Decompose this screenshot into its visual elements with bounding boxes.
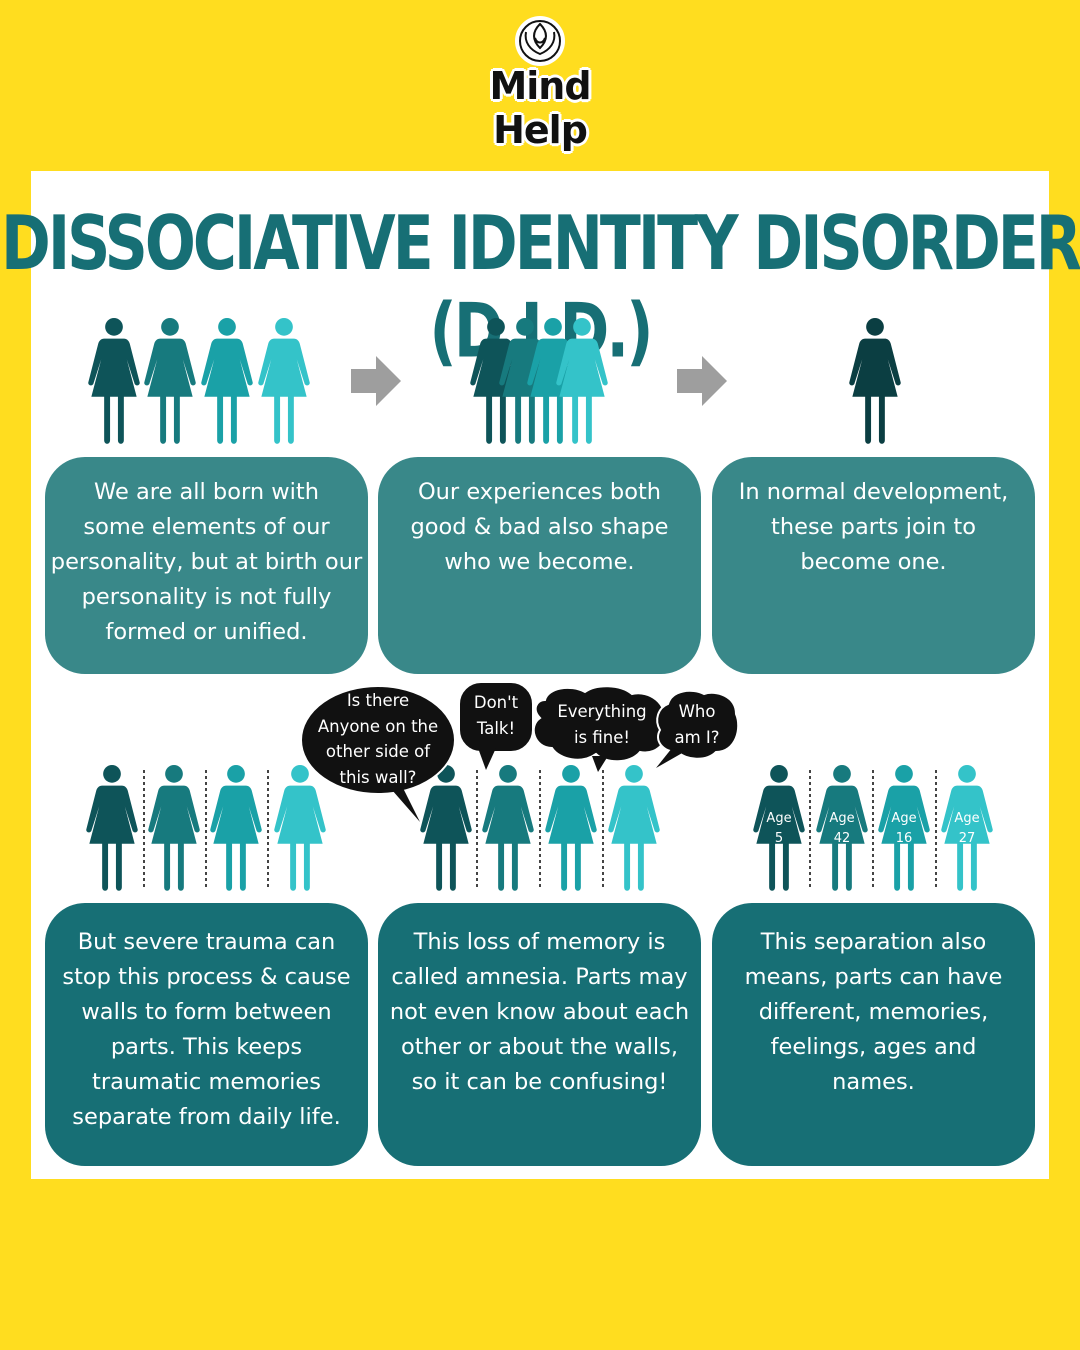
step-line: personality is not fully [81,584,332,610]
step-line: who we become. [444,549,635,575]
bubble-line: Is there [346,691,410,710]
age-value: 42 [833,831,851,846]
step-box-experiences: Our experiences both good & bad also sha… [378,457,701,674]
step-line: walls to form between [81,999,332,1025]
arrow-right-icon [351,356,401,406]
person-icon [258,318,310,444]
bubble-line: other side of [325,742,431,761]
step-line: called amnesia. Parts may [391,964,688,990]
step-line: This loss of memory is [413,929,666,955]
bubble-4-text: Who am I? [662,699,732,750]
step-line: some elements of our [83,514,330,540]
bubble-line: Talk! [476,718,516,738]
bubble-tail [592,756,608,772]
page-title: DISSOCIATIVE IDENTITY DISORDER (D.I.D.) [1,200,1080,375]
age-label-3: Age 16 [884,809,924,849]
step-line: means, parts can have [744,964,1003,990]
step-line: feelings, ages and [770,1034,977,1060]
bubble-line: is fine! [573,727,631,747]
bubble-1-text: Is there Anyone on the other side of thi… [308,688,448,790]
step-line: But severe trauma can [77,929,336,955]
step-line: so it can be confusing! [411,1069,668,1095]
person-icon [201,318,253,444]
bubble-line: Who [678,702,716,721]
bubble-line: this wall? [339,767,417,787]
mind-help-logo: Mind Help [480,8,600,158]
bubble-line: Everything [557,702,647,721]
person-icon [144,318,196,444]
brand-line-1: Mind [489,64,591,108]
person-icon [86,765,138,891]
step-box-normal-development: In normal development, these parts join … [712,457,1035,674]
step-line: separate from daily life. [72,1104,341,1130]
step-line: different, memories, [758,999,989,1025]
person-icon [210,765,262,891]
person-icon [545,765,597,891]
step-line: Our experiences both [417,479,662,505]
bubble-tail [478,748,496,770]
step-line: In normal development, [738,479,1009,505]
step-line: personality, but at birth our [50,549,363,575]
step-line: good & bad also shape [410,514,669,540]
brand-line-2: Help [493,108,588,152]
age-label-1: Age 5 [759,809,799,849]
age-value: 5 [774,831,784,846]
speech-bubble-2 [458,681,534,753]
person-icon [849,318,901,444]
bubble-line: am I? [674,727,720,747]
age-value: 16 [895,831,913,846]
speech-bubble-1 [300,685,456,795]
speech-bubble-4 [656,689,740,760]
step-line: other or about the walls, [401,1034,678,1060]
step-line: become one. [800,549,947,575]
person-icon [88,318,140,444]
person-icon [148,765,200,891]
bubble-line: Anyone on the [317,716,439,736]
person-icon [482,765,534,891]
age-word: Age [954,811,980,826]
step-line: these parts join to [771,514,976,540]
step-box-separation: This separation also means, parts can ha… [712,903,1035,1166]
age-word: Age [829,811,855,826]
flower-icon [515,16,565,66]
age-label-2: Age 42 [822,809,862,849]
step-line: stop this process & cause [62,964,351,990]
step-line: names. [832,1069,915,1095]
step-line: not even know about each [389,999,690,1025]
person-icon [608,765,660,891]
age-label-4: Age 27 [947,809,987,849]
age-word: Age [766,811,792,826]
step-line: parts. This keeps [110,1034,303,1060]
step-box-amnesia: This loss of memory is called amnesia. P… [378,903,701,1166]
step-box-trauma: But severe trauma can stop this process … [45,903,368,1166]
step-line: traumatic memories [92,1069,321,1095]
speech-bubbles [300,681,740,822]
speech-bubble-3 [532,685,668,763]
bubble-tail [656,748,684,768]
arrow-right-icon [677,356,727,406]
bubble-line: Don't [473,693,519,712]
age-word: Age [891,811,917,826]
bubble-tail [385,782,420,822]
step-box-born: We are all born with some elements of ou… [45,457,368,674]
bubble-2-text: Don't Talk! [461,690,531,741]
step-line: formed or unified. [105,619,308,645]
step-line: We are all born with [94,479,319,505]
age-value: 27 [958,831,976,846]
person-icon [556,318,608,444]
bubble-3-text: Everything is fine! [548,699,656,750]
step-line: This separation also [760,929,987,955]
